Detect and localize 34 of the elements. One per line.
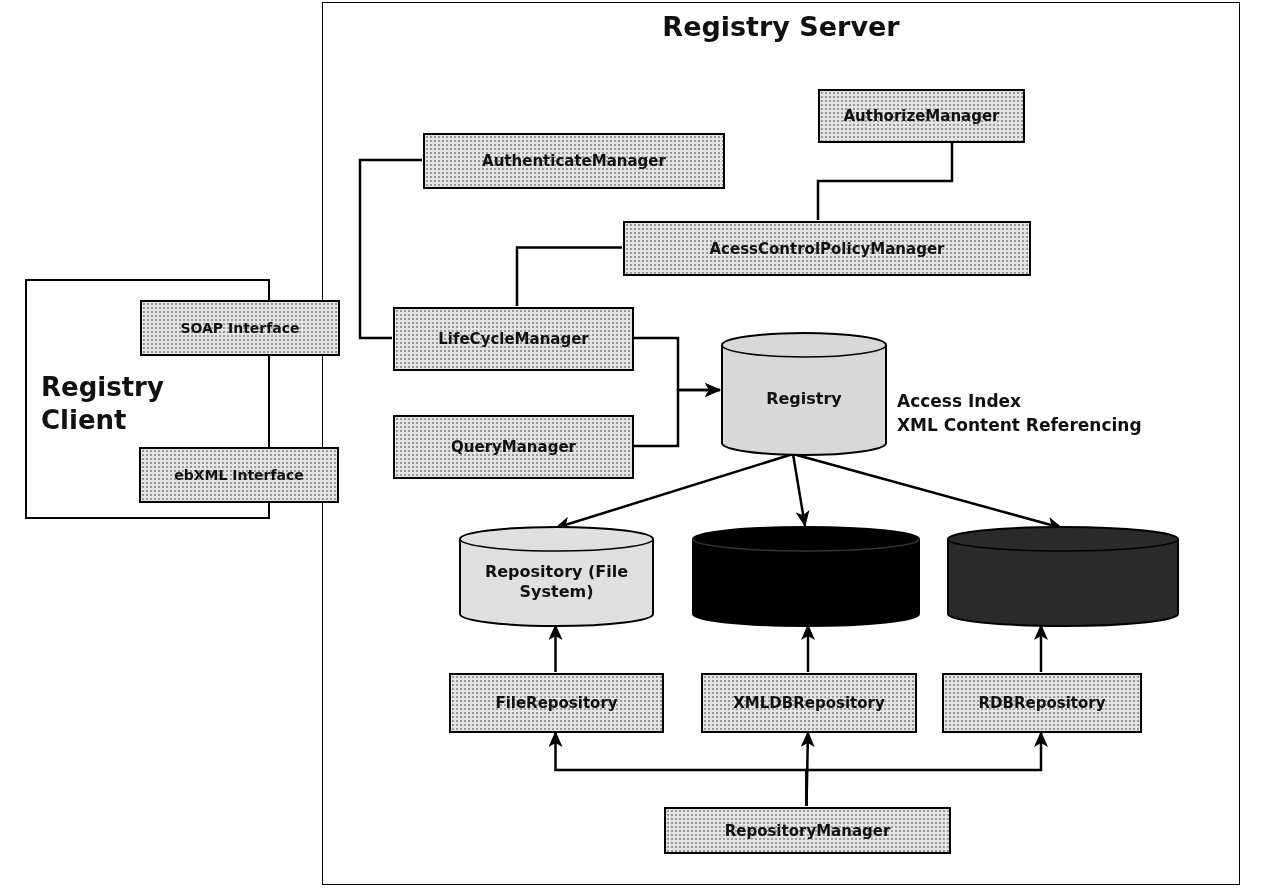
component-box <box>701 673 917 733</box>
cylinder-caption: XML Content Referencing <box>897 415 1142 435</box>
component-label: AuthenticateManager <box>482 152 666 170</box>
connector-line <box>816 142 954 220</box>
component-label: ebXML Interface <box>174 467 304 483</box>
connector-line <box>515 246 622 306</box>
component-box <box>393 307 634 371</box>
component-label: Registry <box>766 388 842 409</box>
frame-title: Registry Client <box>41 371 165 436</box>
component-label: XMLDBRepository <box>733 694 885 712</box>
connector-line <box>358 158 422 340</box>
component-box <box>423 133 725 189</box>
component-label: FileRepository <box>495 694 618 712</box>
component-label: Repository (File System) <box>483 560 630 602</box>
component-label: RepositoryManager <box>724 821 891 840</box>
server-frame <box>322 2 1240 885</box>
component-box <box>942 673 1142 733</box>
component-label: AcessControlPolicyManager <box>709 239 945 258</box>
component-label: RDBRepository <box>978 694 1106 712</box>
component-label: SOAP Interface <box>180 320 300 336</box>
cylinder-caption: Access Index <box>897 391 1022 411</box>
component-box <box>393 415 634 479</box>
component-box <box>623 221 1031 276</box>
component-label: LifeCycleManager <box>438 330 589 348</box>
component-box <box>140 300 340 356</box>
arrow <box>633 383 721 448</box>
component-box <box>139 447 339 503</box>
component-label: QueryManager <box>451 438 576 456</box>
component-label: AuthorizeManager <box>843 107 1000 125</box>
component-box <box>449 673 664 733</box>
component-box <box>664 807 951 854</box>
frame-title: Registry Server <box>661 11 901 42</box>
arrow <box>805 731 1048 806</box>
component-box <box>818 89 1025 143</box>
